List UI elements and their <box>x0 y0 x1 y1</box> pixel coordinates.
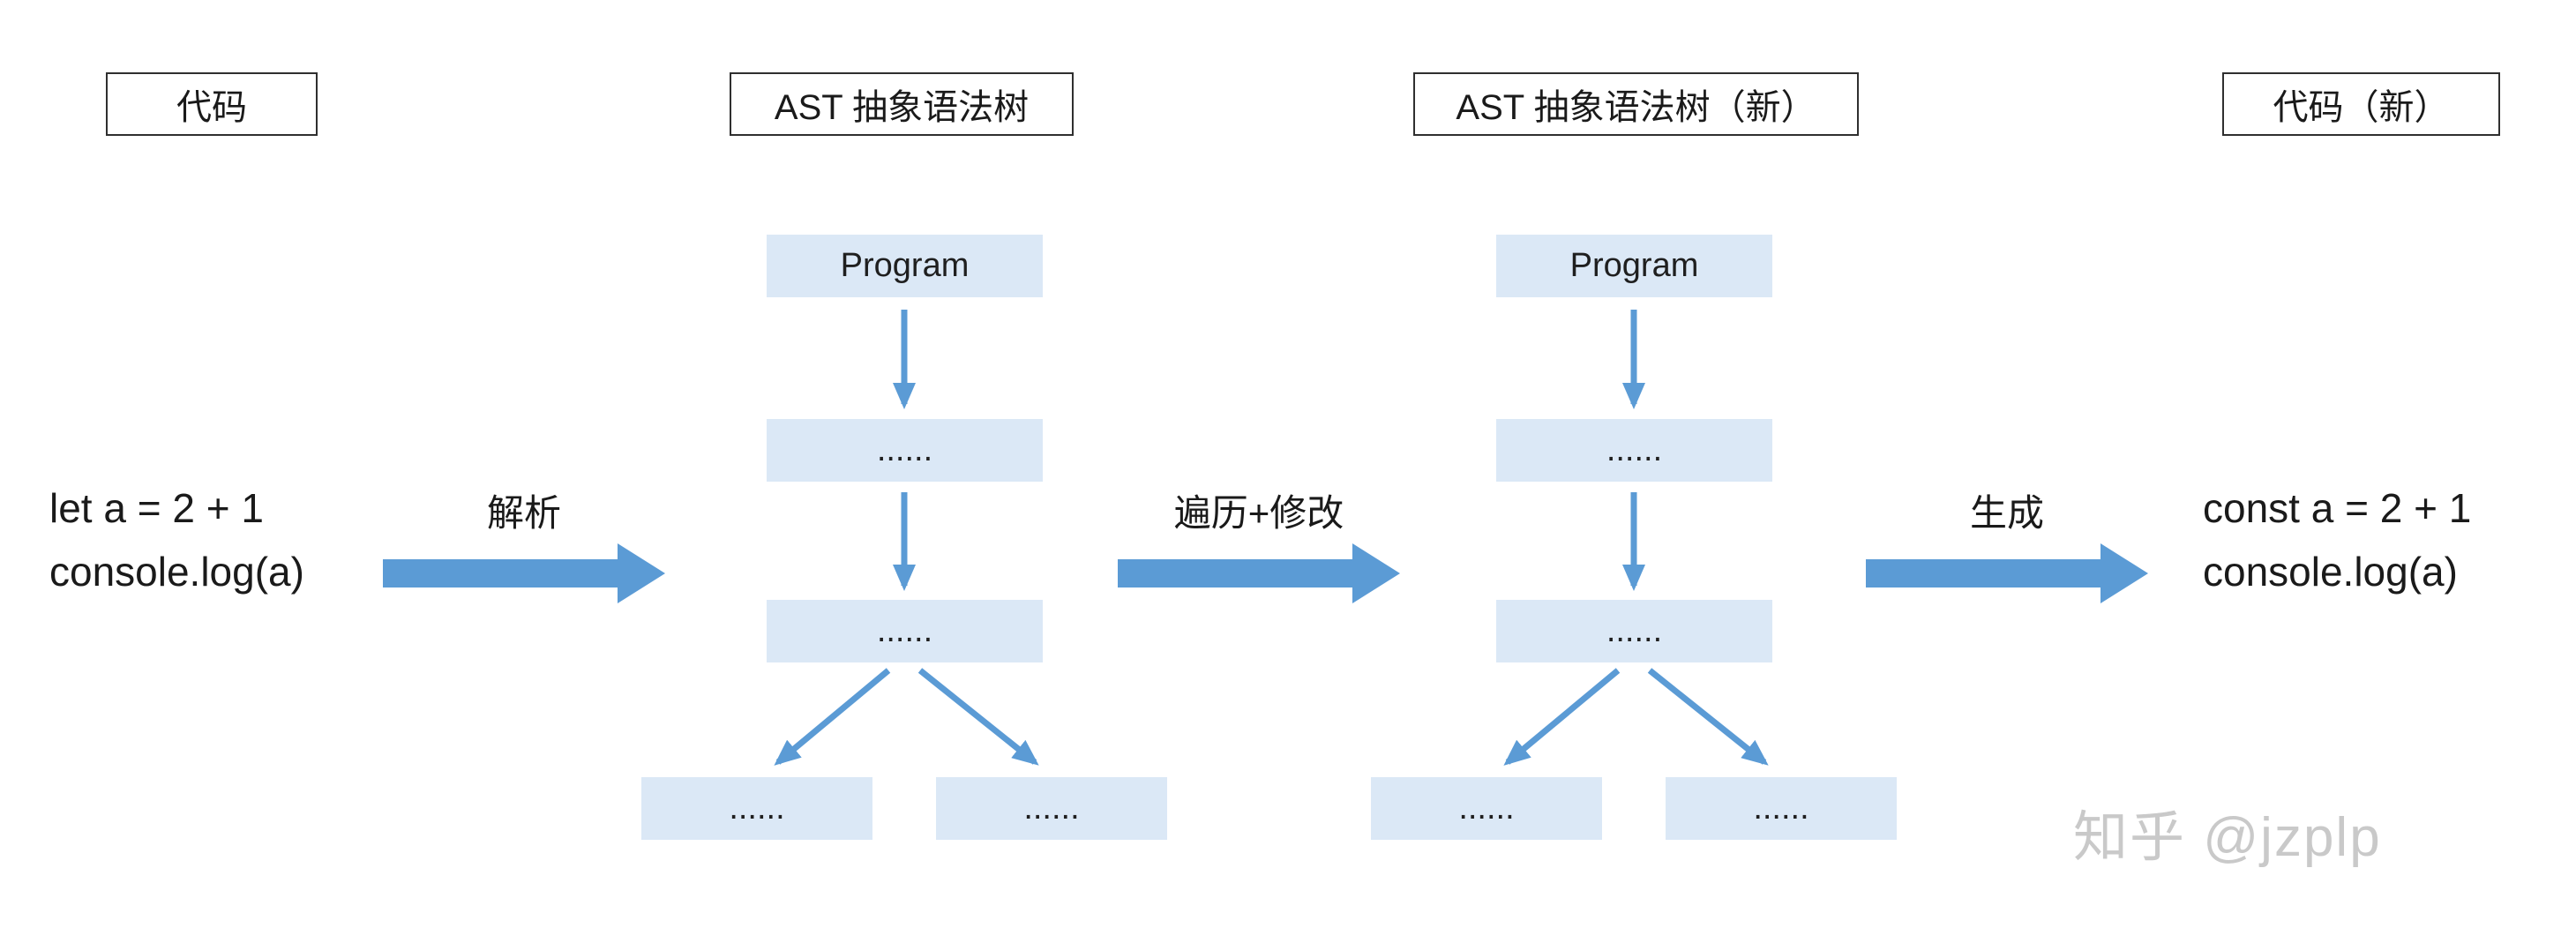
transform-arrow-icon <box>1118 543 1400 603</box>
transform-arrow-head <box>1352 543 1400 603</box>
parse-arrow-head <box>618 543 665 603</box>
tree-node-leaf-left: ...... <box>1371 777 1602 840</box>
parse-arrow-label: 解析 <box>486 492 561 534</box>
source-code-line-2: console.log(a) <box>49 549 304 595</box>
transform-arrow-label: 遍历+修改 <box>1173 492 1344 534</box>
header-label-ast-new: AST 抽象语法树（新） <box>1456 88 1816 127</box>
tree-node-grandchild: ...... <box>1496 600 1772 662</box>
tree-node-child: ...... <box>1496 419 1772 482</box>
tree-node-child: ...... <box>767 419 1043 482</box>
tree-node-leaf-right: ...... <box>936 777 1167 840</box>
output-code-line-1: const a = 2 + 1 <box>2203 485 2472 531</box>
transform-arrow-shaft <box>1118 559 1352 588</box>
tree-node-leaf-right: ...... <box>1666 777 1897 840</box>
source-code-block: let a = 2 + 1 console.log(a) <box>49 476 304 603</box>
tree-node-leaf-left: ...... <box>641 777 872 840</box>
tree-connector-arrows <box>774 310 1039 766</box>
generate-arrow-head <box>2100 543 2148 603</box>
output-code-block: const a = 2 + 1 console.log(a) <box>2203 476 2471 603</box>
parse-arrow-icon <box>383 543 665 603</box>
header-label-ast: AST 抽象语法树 <box>774 88 1030 127</box>
generate-arrow-icon <box>1866 543 2148 603</box>
header-box-ast-new: AST 抽象语法树（新） <box>1413 72 1859 136</box>
tree-node-program: Program <box>1496 235 1772 297</box>
tree-node-program: Program <box>767 235 1043 297</box>
header-box-ast: AST 抽象语法树 <box>730 72 1074 136</box>
tree-connector-arrows <box>1503 310 1769 766</box>
output-code-line-2: console.log(a) <box>2203 549 2458 595</box>
watermark: 知乎 @jzplp <box>2073 807 2382 868</box>
generate-arrow-label: 生成 <box>1969 492 2044 534</box>
header-box-code-new: 代码（新） <box>2222 72 2500 136</box>
ast-tree-original: Program ...... ...... ...... ...... <box>641 235 1167 840</box>
source-code-line-1: let a = 2 + 1 <box>49 485 264 531</box>
tree-node-grandchild: ...... <box>767 600 1043 662</box>
ast-tree-new: Program ...... ...... ...... ...... <box>1371 235 1897 840</box>
header-label-code: 代码 <box>176 88 247 127</box>
header-box-code: 代码 <box>106 72 318 136</box>
header-label-code-new: 代码（新） <box>2273 88 2450 127</box>
parse-arrow-shaft <box>383 559 618 588</box>
generate-arrow-shaft <box>1866 559 2100 588</box>
